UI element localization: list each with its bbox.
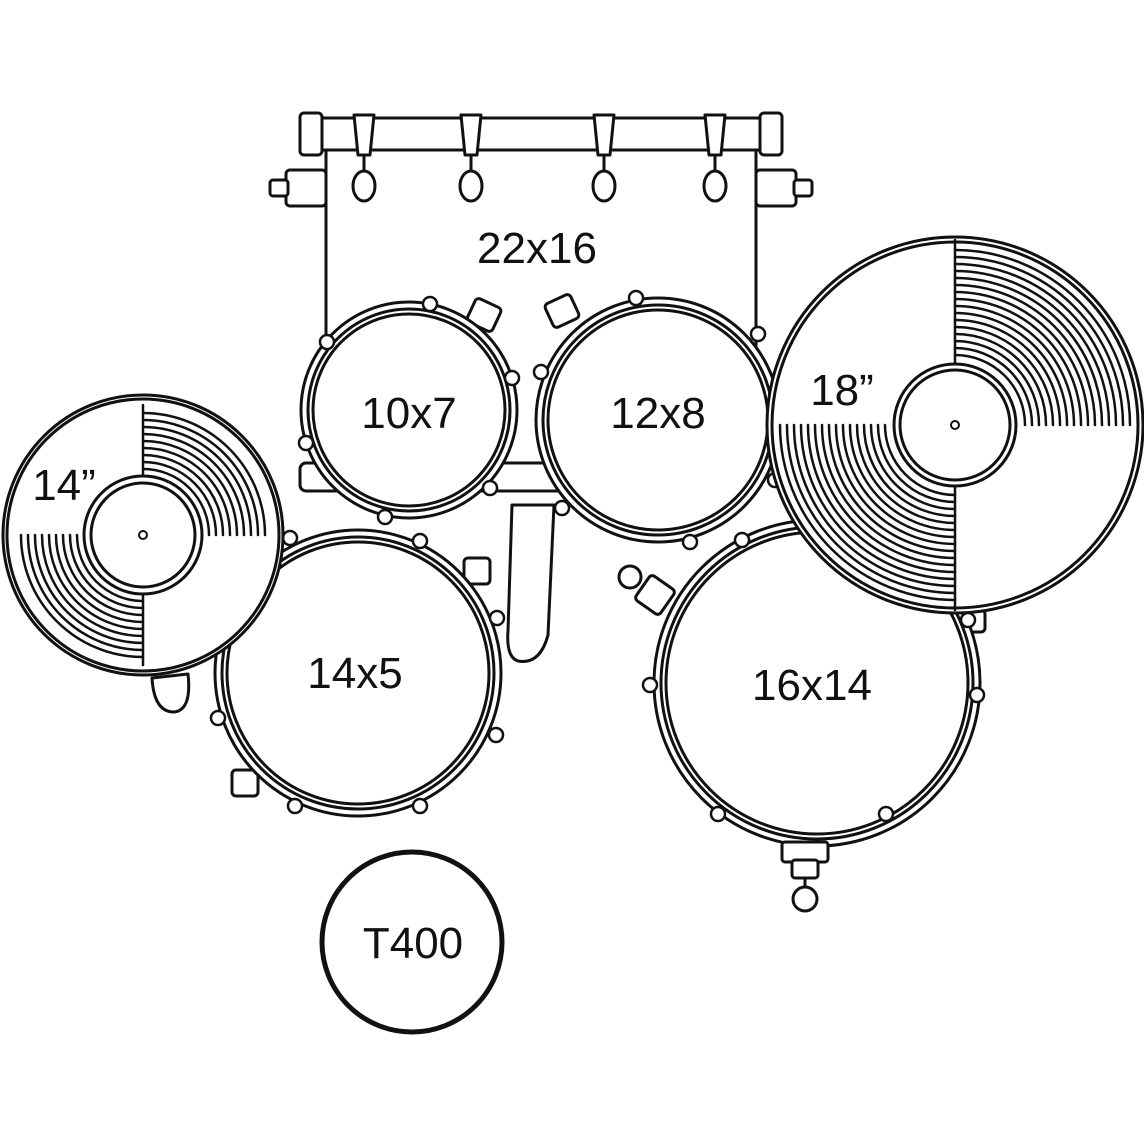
drum-throne xyxy=(319,849,505,1035)
floor-tom-label: 16x14 xyxy=(752,661,872,710)
bass-drum-claws xyxy=(351,113,728,203)
tom-10x7-label: 10x7 xyxy=(361,389,456,438)
tom-12x8 xyxy=(532,289,784,551)
bass-drum-label: 22x16 xyxy=(477,224,597,273)
crash-ride-cymbal xyxy=(765,235,1144,615)
snare-label: 14x5 xyxy=(307,649,402,698)
hihat-pedal xyxy=(150,672,191,714)
tom-10x7 xyxy=(297,295,521,526)
throne-label: T400 xyxy=(363,919,463,968)
bass-pedal xyxy=(506,503,556,663)
tom-12x8-label: 12x8 xyxy=(610,389,705,438)
snare-drum xyxy=(209,528,506,818)
hihat-cymbal xyxy=(1,393,285,677)
hihat-label: 14” xyxy=(32,461,96,510)
crash-ride-label: 18” xyxy=(810,366,874,415)
crash-grooves xyxy=(778,248,1132,602)
hihat-grooves xyxy=(19,411,267,659)
